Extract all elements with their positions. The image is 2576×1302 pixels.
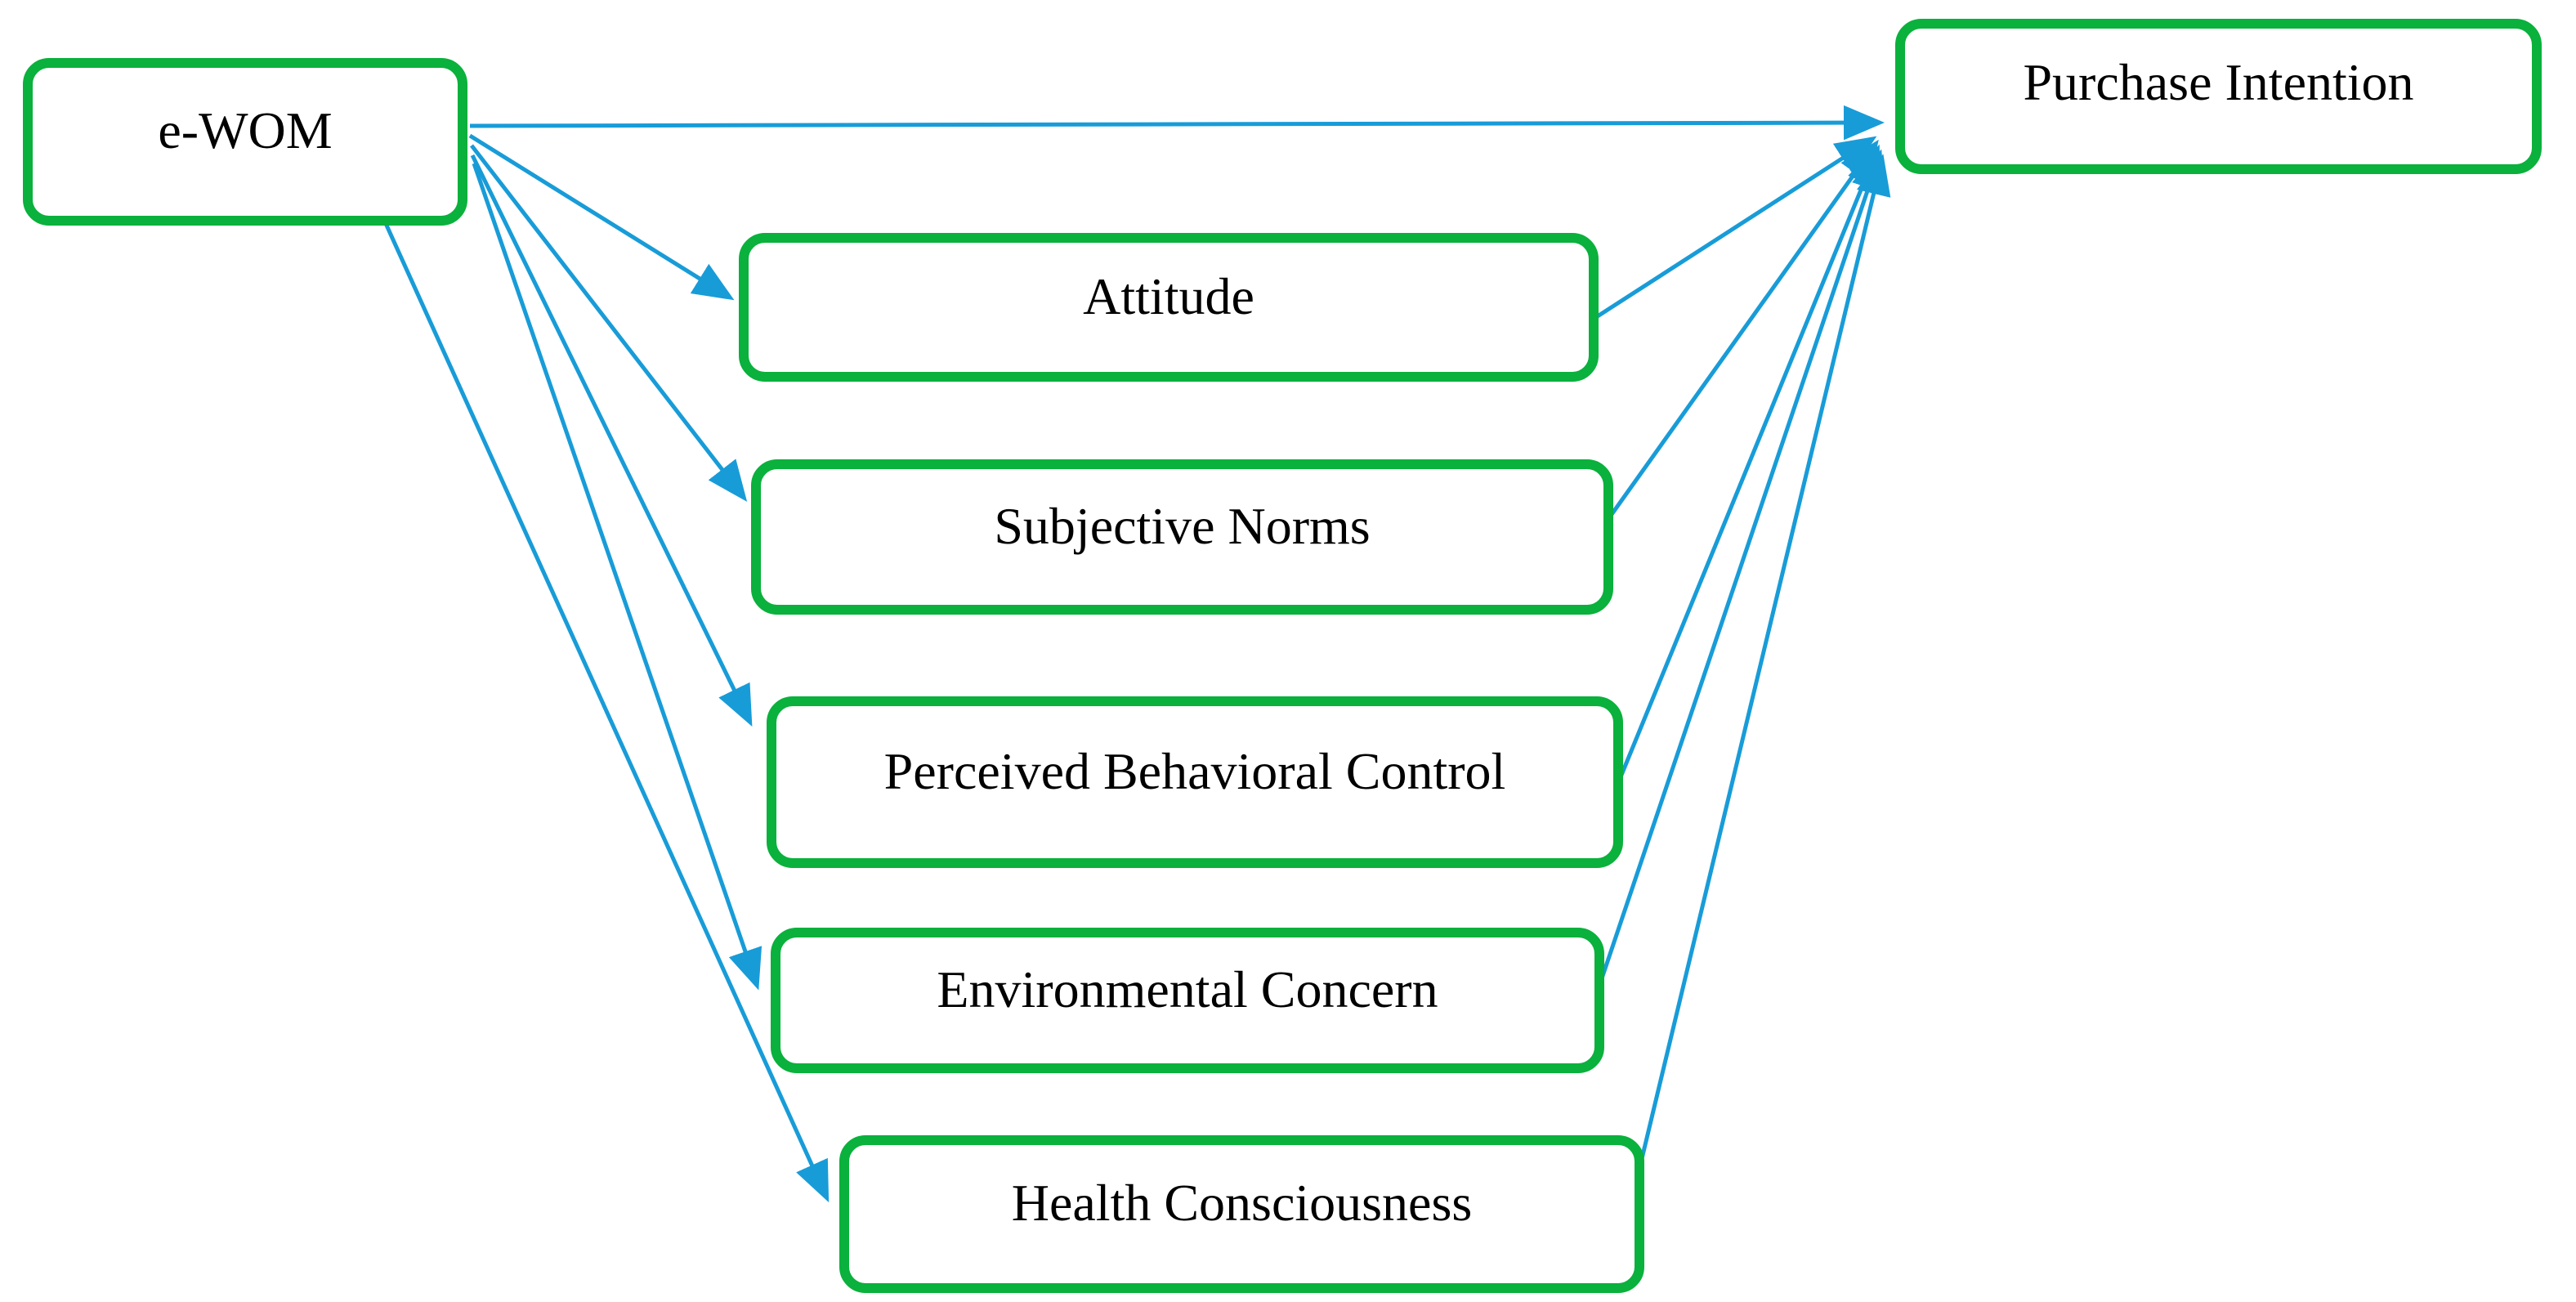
node-purchase-intention: Purchase Intention (1895, 19, 2542, 174)
edge-environmental-concern-to-purchase-intention (1598, 149, 1885, 984)
edge-ewom-to-purchase-intention (469, 105, 1885, 141)
edge-lines-group (378, 105, 1891, 1203)
node-ewom: e-WOM (23, 58, 467, 226)
edge-subjective-norms-to-purchase-intention (1606, 139, 1879, 521)
node-subjective-norms-label: Subjective Norms (994, 496, 1371, 555)
edge-attitude-to-purchase-intention (1592, 136, 1877, 321)
edge-pbc-to-purchase-intention (1616, 144, 1881, 784)
edge-ewom-to-pbc (470, 154, 753, 727)
node-perceived-behavioral-control-label: Perceived Behavioral Control (883, 741, 1506, 800)
node-ewom-label: e-WOM (158, 101, 333, 160)
node-attitude-label: Attitude (1083, 266, 1254, 325)
node-health-consciousness-label: Health Consciousness (1011, 1174, 1473, 1233)
node-environmental-concern: Environmental Concern (771, 928, 1604, 1073)
edge-health-consciousness-to-purchase-intention (1637, 154, 1891, 1170)
edge-ewom-to-health-consciousness (378, 209, 830, 1203)
node-perceived-behavioral-control: Perceived Behavioral Control (767, 696, 1623, 868)
edge-ewom-to-subjective-norms (470, 144, 748, 502)
edge-ewom-to-attitude (468, 133, 735, 301)
node-environmental-concern-label: Environmental Concern (937, 960, 1438, 1018)
edge-ewom-to-environmental-concern (472, 163, 763, 991)
node-attitude: Attitude (739, 233, 1599, 382)
node-subjective-norms: Subjective Norms (751, 459, 1613, 615)
node-health-consciousness: Health Consciousness (839, 1135, 1644, 1293)
node-purchase-intention-label: Purchase Intention (2023, 52, 2414, 111)
